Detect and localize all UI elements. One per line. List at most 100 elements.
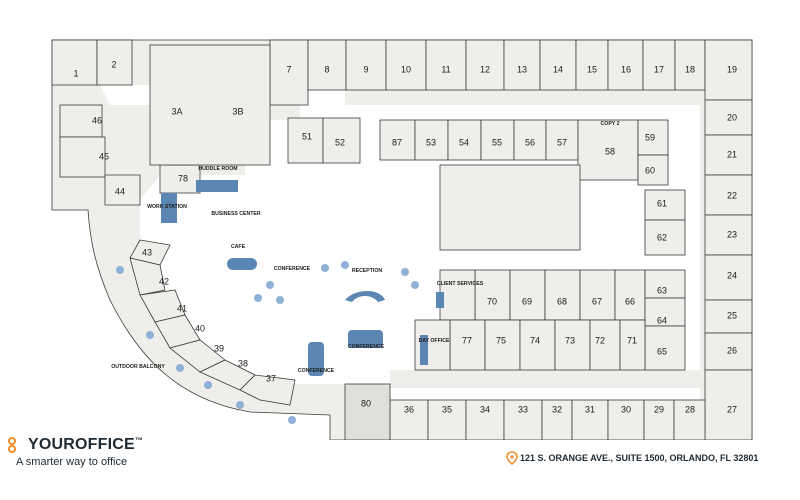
room-number-64: 64 xyxy=(657,315,667,325)
outdoor-balcony-label: OUTDOOR BALCONY xyxy=(111,364,165,370)
room-number-77: 77 xyxy=(462,335,472,345)
center-bot-rooms xyxy=(414,319,646,371)
room-number-60: 60 xyxy=(645,165,655,175)
copy-room-label: COPY 2 xyxy=(601,121,620,127)
address-text: 121 S. ORANGE AVE., SUITE 1500, ORLANDO,… xyxy=(520,453,759,463)
room-number-20: 20 xyxy=(727,112,737,122)
huddle-room-label: HUDDLE ROOM xyxy=(198,166,237,172)
room-number-29: 29 xyxy=(654,404,664,414)
room-number-65: 65 xyxy=(657,346,667,356)
conference-2-label: CONFERENCE xyxy=(348,344,385,350)
room-number-2: 2 xyxy=(111,59,116,69)
room-number-87: 87 xyxy=(392,137,402,147)
room-number-39: 39 xyxy=(214,343,224,353)
room-number-9: 9 xyxy=(363,64,368,74)
room-number-34: 34 xyxy=(480,404,490,414)
center-top-rooms xyxy=(379,119,686,256)
room-number-46: 46 xyxy=(92,115,102,125)
room-number-41: 41 xyxy=(177,303,187,313)
center-mid-rooms xyxy=(439,269,686,371)
room-number-16: 16 xyxy=(621,64,631,74)
room-number-66: 66 xyxy=(625,296,635,306)
room-number-12: 12 xyxy=(480,64,490,74)
work-station-label: WORK STATION xyxy=(147,204,187,210)
conference-3-label: CONFERENCE xyxy=(298,368,335,374)
west-rooms xyxy=(59,44,361,406)
room-number-63: 63 xyxy=(657,285,667,295)
bottom-rooms xyxy=(344,383,706,440)
room-number-35: 35 xyxy=(442,404,452,414)
conference-1-label: CONFERENCE xyxy=(274,266,311,272)
room-number-68: 68 xyxy=(557,296,567,306)
room-number-73: 73 xyxy=(565,335,575,345)
room-number-42: 42 xyxy=(159,276,169,286)
room-number-72: 72 xyxy=(595,335,605,345)
room-number-58: 58 xyxy=(605,146,615,156)
room-number-19: 19 xyxy=(727,64,737,74)
room-number-53: 53 xyxy=(426,137,436,147)
room-number-14: 14 xyxy=(553,64,563,74)
room-number-38: 38 xyxy=(238,358,248,368)
room-number-8: 8 xyxy=(324,64,329,74)
room-number-13: 13 xyxy=(517,64,527,74)
room-number-75: 75 xyxy=(496,335,506,345)
room-number-78: 78 xyxy=(178,173,188,183)
cafe-label: CAFE xyxy=(231,244,246,250)
room-number-22: 22 xyxy=(727,190,737,200)
room-number-27: 27 xyxy=(727,404,737,414)
room-number-31: 31 xyxy=(585,404,595,414)
day-office-label: DAY OFFICE xyxy=(419,338,450,344)
room-number-40: 40 xyxy=(195,323,205,333)
room-number-10: 10 xyxy=(401,64,411,74)
room-number-43: 43 xyxy=(142,247,152,257)
room-number-7: 7 xyxy=(286,64,291,74)
brand-logo-icon xyxy=(8,437,16,453)
room-number-52: 52 xyxy=(335,137,345,147)
room-number-11: 11 xyxy=(441,64,450,74)
room-number-54: 54 xyxy=(459,137,469,147)
room-number-74: 74 xyxy=(530,335,540,345)
room-number-55: 55 xyxy=(492,137,502,147)
room-number-59: 59 xyxy=(645,132,655,142)
floor-plan-svg: 1278910111213141516171819202122232425262… xyxy=(51,39,753,440)
top-rooms xyxy=(51,39,753,106)
room-number-26: 26 xyxy=(727,345,737,355)
room-number-67: 67 xyxy=(592,296,602,306)
right-rooms xyxy=(704,99,753,440)
furniture xyxy=(116,180,444,424)
room-number-32: 32 xyxy=(552,404,562,414)
room-number-15: 15 xyxy=(587,64,597,74)
room-number-3b: 3B xyxy=(232,106,243,116)
room-number-37: 37 xyxy=(266,373,276,383)
location-pin-icon xyxy=(506,451,518,465)
room-number-56: 56 xyxy=(525,137,535,147)
business-center-label: BUSINESS CENTER xyxy=(211,211,261,217)
brand-tagline: A smarter way to office xyxy=(16,456,128,468)
room-number-57: 57 xyxy=(557,137,567,147)
room-number-24: 24 xyxy=(727,270,737,280)
room-number-36: 36 xyxy=(404,404,414,414)
room-number-25: 25 xyxy=(727,310,737,320)
room-number-69: 69 xyxy=(522,296,532,306)
room-number-45: 45 xyxy=(99,151,109,161)
room-number-3a: 3A xyxy=(171,106,182,116)
brand-name: YOUROFFICE™ xyxy=(28,436,144,453)
room-number-21: 21 xyxy=(727,149,737,159)
room-number-80: 80 xyxy=(361,398,371,408)
room-number-61: 61 xyxy=(657,198,667,208)
room-number-71: 71 xyxy=(627,335,637,345)
client-services-label: CLIENT SERVICES xyxy=(437,281,484,287)
room-number-23: 23 xyxy=(727,229,737,239)
room-number-62: 62 xyxy=(657,232,667,242)
reception-label: RECEPTION xyxy=(352,268,383,274)
room-number-51: 51 xyxy=(302,131,312,141)
hallway-center xyxy=(375,105,700,320)
room-number-33: 33 xyxy=(518,404,528,414)
room-number-1: 1 xyxy=(73,68,78,78)
room-number-17: 17 xyxy=(654,64,664,74)
room-number-28: 28 xyxy=(685,404,695,414)
room-number-30: 30 xyxy=(621,404,631,414)
room-number-18: 18 xyxy=(685,64,695,74)
